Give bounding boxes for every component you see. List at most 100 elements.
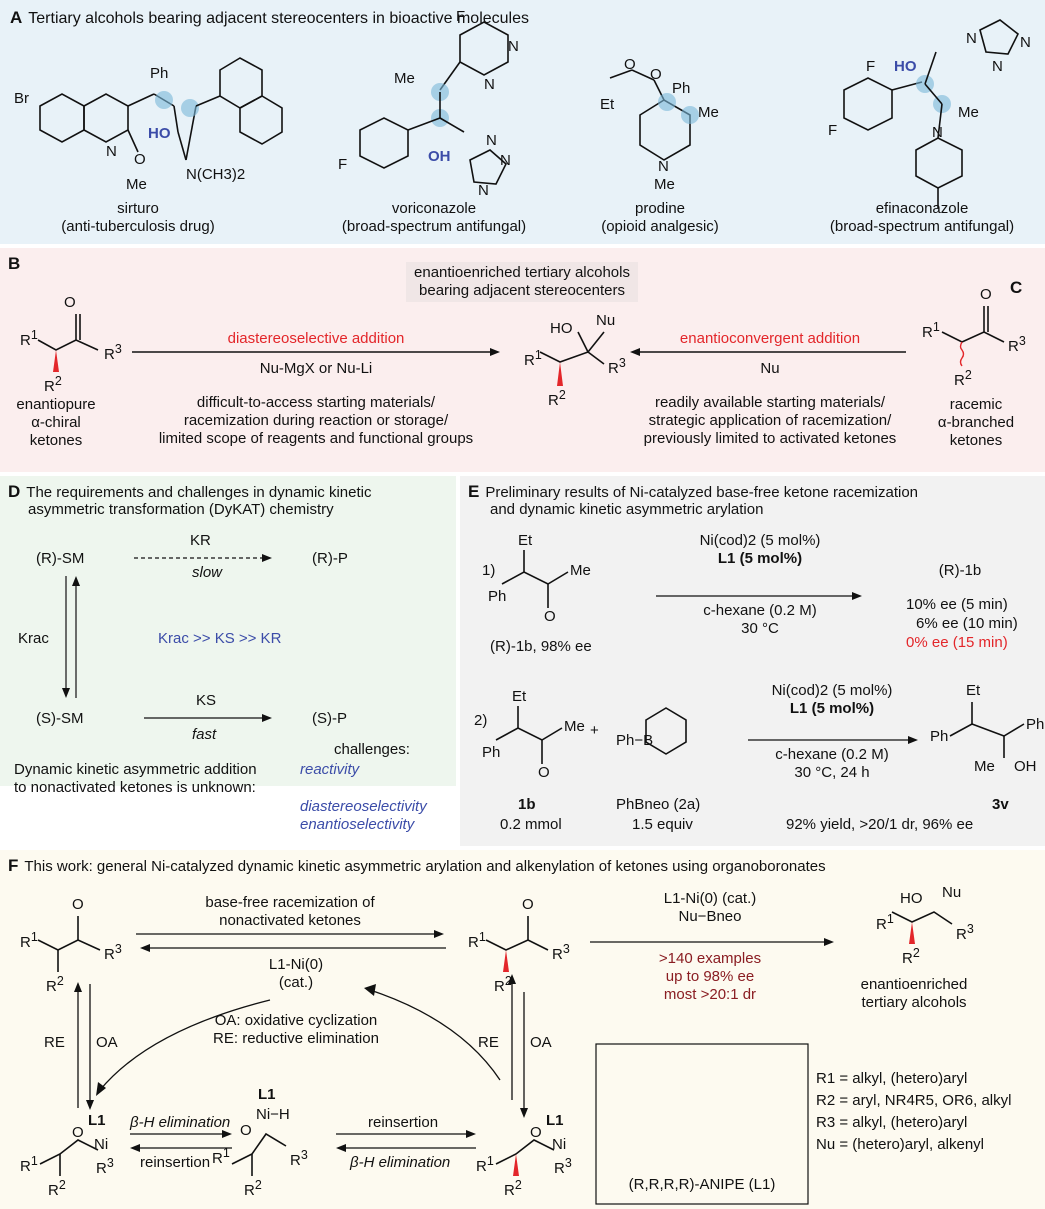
bc-right-arrow-bottom: Nu	[760, 360, 780, 377]
exp1-result-1: 10% ee (5 min)	[906, 596, 1008, 613]
f-beta-h-right: β-H elimination	[350, 1154, 451, 1171]
exp2-num: 2)	[474, 712, 488, 729]
bc-right-notes: readily available starting materials/ st…	[644, 394, 897, 448]
vori-atom-f1: F	[456, 8, 466, 25]
s-sm-label: (S)-SM	[36, 710, 84, 727]
challenge-enantioselectivity: enantioselectivity	[300, 816, 415, 833]
f-ligand-name: (R,R,R,R)-ANIPE (L1)	[628, 1176, 776, 1193]
s-p-label: (S)-P	[312, 710, 347, 727]
panel-a-letter: A	[10, 8, 23, 27]
f-oa-right: OA	[530, 1034, 552, 1051]
bc-center-title: enantioenriched tertiary alcohols bearin…	[406, 262, 638, 302]
f-catalyst-1: L1-Ni(0)	[268, 956, 324, 973]
sirturo-atom-me: Me	[126, 176, 147, 193]
f-re-left: RE	[44, 1034, 65, 1051]
f-product-label-2: tertiary alcohols	[861, 994, 967, 1011]
exp2-result: 92% yield, >20/1 dr, 96% ee	[786, 816, 974, 833]
exp1-conditions-below: c-hexane (0.2 M) 30 °C	[703, 602, 816, 638]
bc-right-label-2: α-branched	[937, 414, 1015, 431]
prodine-atom-et: Et	[600, 96, 615, 113]
efinaconazole-desc: (broad-spectrum antifungal)	[829, 218, 1015, 235]
exp1-product: (R)-1b	[938, 562, 982, 579]
panel-a-header: A Tertiary alcohols bearing adjacent ster…	[10, 8, 529, 28]
f-catalyst: L1-Ni(0) (cat.)	[269, 956, 323, 992]
f-arrow-cond-2: Nu−Bneo	[678, 908, 742, 925]
panel-e-title-2: and dynamic kinetic asymmetric arylation	[490, 501, 764, 518]
exp2-reagent-name: PhBneo (2a)	[616, 796, 701, 813]
bc-left-label-2: α-chiral	[31, 414, 81, 431]
panel-b-letter: B	[8, 254, 21, 273]
exp1-sm-label: (R)-1b, 98% ee	[490, 638, 592, 655]
panel-a: A Tertiary alcohols bearing adjacent ster…	[0, 0, 1045, 244]
efina-atom-n1: N	[966, 30, 977, 47]
f-ox-red: OA: oxidative cyclization RE: reductive …	[213, 1012, 379, 1048]
sirturo-structure	[39, 57, 283, 161]
f-oa-left: OA	[96, 1034, 118, 1051]
f-beta-h-left: β-H elimination	[130, 1114, 231, 1131]
r-p-label: (R)-P	[312, 550, 348, 567]
exp1-result-2: 6% ee (10 min)	[916, 615, 1018, 632]
exp2-cond-3: c-hexane (0.2 M)	[775, 746, 889, 763]
efina-atom-n4: N	[932, 124, 943, 141]
bc-structures	[37, 306, 1005, 386]
f-product-label-1: enantioenriched	[860, 976, 968, 993]
bc-center-title-line2: bearing adjacent stereocenters	[419, 282, 625, 299]
panel-e-structures	[495, 550, 1025, 764]
f-highlight-3: most >20:1 dr	[663, 986, 757, 1003]
panel-d-arrows	[62, 554, 272, 722]
bc-right-note-1: readily available starting materials/	[654, 394, 886, 411]
prodine-desc: (opioid analgesic)	[601, 218, 719, 235]
f-rgroup-1: R1 = alkyl, (hetero)aryl	[816, 1070, 968, 1087]
f-catalyst-2: (cat.)	[278, 974, 314, 991]
f-rgroup-2: R2 = aryl, NR4R5, OR6, alkyl	[816, 1092, 1012, 1109]
prodine-atom-ph: Ph	[672, 80, 691, 97]
prodine-atom-me1: Me	[698, 104, 719, 121]
exp2-sm-name: 1b	[518, 796, 536, 813]
bc-right-label-3: ketones	[949, 432, 1003, 449]
sirturo-atom-ho: HO	[148, 125, 171, 142]
panel-d-title-2: asymmetric transformation (DyKAT) chemis…	[28, 501, 334, 518]
bc-left-arrow-top: diastereoselective addition	[227, 330, 405, 347]
bc-right-arrow-top: enantioconvergent addition	[679, 330, 861, 347]
exp1-cond-3: c-hexane (0.2 M)	[703, 602, 817, 619]
sirturo-atom-ph: Ph	[150, 65, 169, 82]
voriconazole-caption: voriconazole(broad-spectrum antifungal)	[342, 200, 526, 236]
efinaconazole-caption: efinaconazole(broad-spectrum antifungal)	[830, 200, 1014, 236]
fast-label: fast	[192, 726, 217, 743]
sirturo-caption: sirturo(anti-tuberculosis drug)	[61, 200, 214, 236]
f-highlight-1: >140 examples	[658, 950, 762, 967]
f-arrow-cond-1: L1-Ni(0) (cat.)	[663, 890, 757, 907]
exp1-cond-2: L1 (5 mol%)	[717, 550, 803, 567]
panel-a-title: Tertiary alcohols bearing adjacent stere…	[28, 10, 529, 27]
ks-label: KS	[196, 692, 217, 709]
bc-left-arrow-bottom: Nu-MgX or Nu-Li	[259, 360, 373, 377]
efina-atom-f1: F	[866, 58, 876, 75]
bc-left-note-2: racemization during reaction or storage/	[183, 412, 449, 429]
slow-label: slow	[192, 564, 223, 581]
prodine-name: prodine	[634, 200, 686, 217]
vori-atom-n3: N	[486, 132, 497, 149]
f-racemization-1: base-free racemization of	[205, 894, 375, 911]
f-ox-red-2: RE: reductive elimination	[213, 1030, 379, 1047]
bc-left-label: enantiopure α-chiral ketones	[16, 396, 95, 450]
bc-left-note-3: limited scope of reagents and functional…	[158, 430, 474, 447]
efina-atom-ho: HO	[894, 58, 917, 75]
challenges-label: challenges:	[334, 741, 410, 758]
f-arrow-conditions: L1-Ni(0) (cat.) Nu−Bneo	[664, 890, 757, 926]
prodine-atom-o1: O	[624, 56, 636, 73]
efinaconazole-name: efinaconazole	[875, 200, 969, 217]
exp1-cond-4: 30 °C	[741, 620, 779, 637]
exp1-cond-1: Ni(cod)2 (5 mol%)	[699, 532, 821, 549]
panel-c-letter: C	[1010, 278, 1023, 297]
vori-atom-n2: N	[484, 76, 495, 93]
efinaconazole-structure	[843, 19, 1020, 208]
panel-a-structures	[39, 19, 1020, 208]
efina-atom-n2: N	[1020, 34, 1031, 51]
bc-right-note-3: previously limited to activated ketones	[643, 430, 897, 447]
panel-d-letter: D	[8, 482, 21, 501]
f-rgroup-4: Nu = (hetero)aryl, alkenyl	[816, 1136, 984, 1153]
